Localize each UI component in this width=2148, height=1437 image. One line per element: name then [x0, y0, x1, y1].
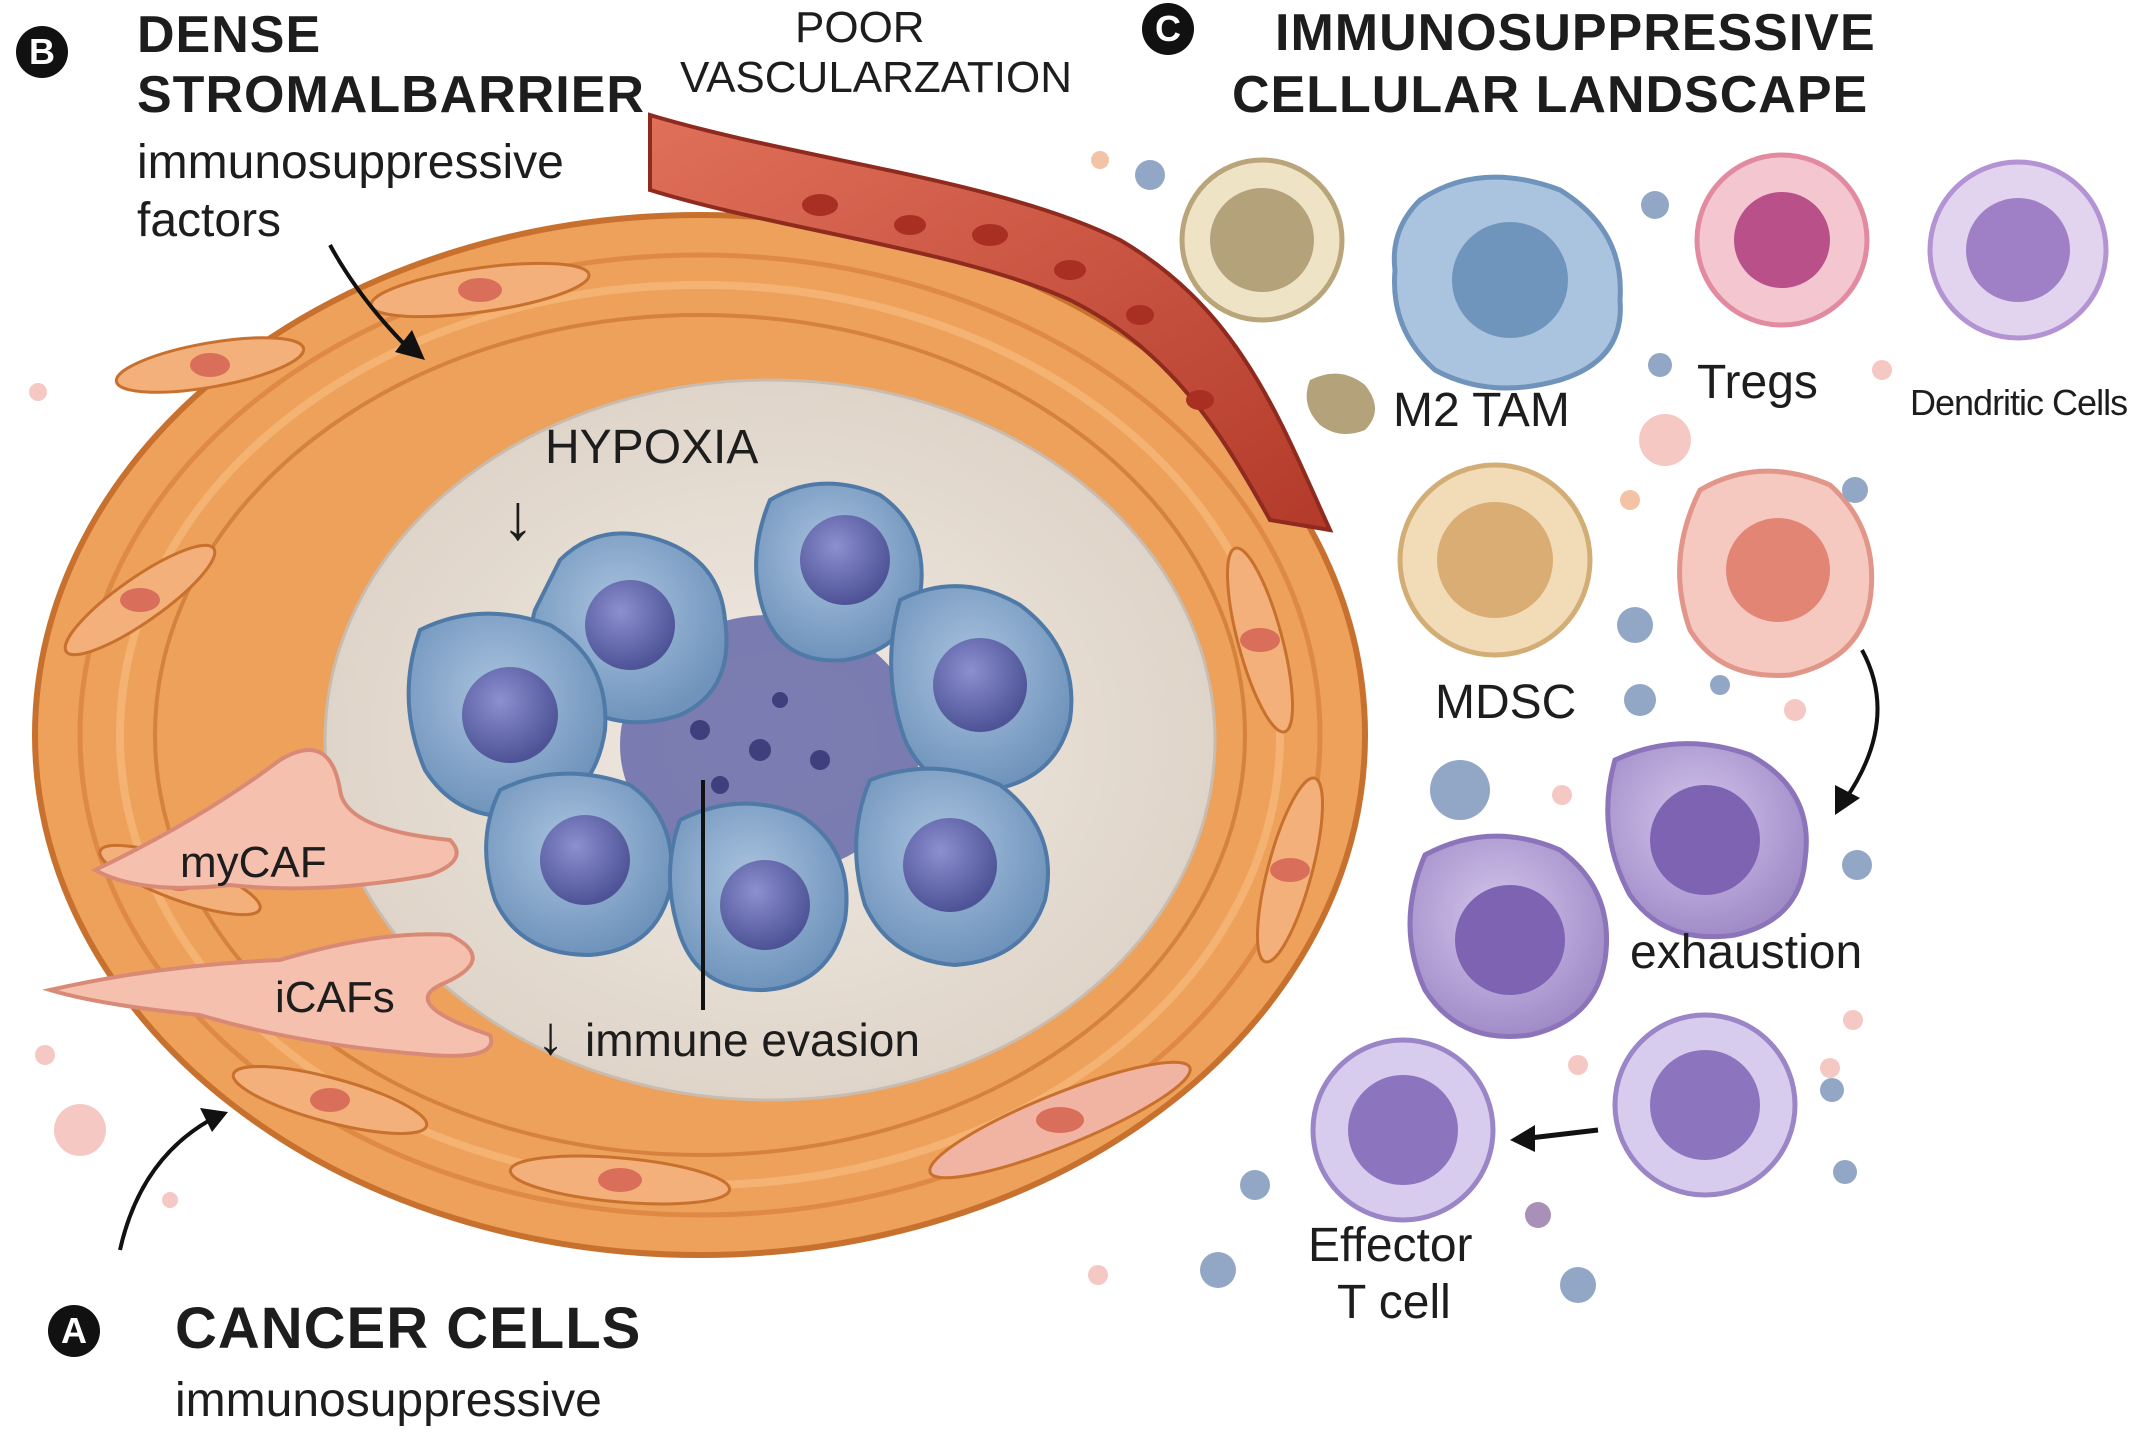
vessel-label-line1: POOR — [795, 3, 925, 52]
m2-tam-small-cell — [1306, 373, 1375, 434]
exhaustion-arrow-head — [1835, 785, 1860, 815]
mdsc-cell — [1397, 462, 1593, 658]
effector-label-line2: T cell — [1337, 1276, 1451, 1329]
cancer-cells-subtitle: immunosuppressive — [175, 1374, 602, 1427]
badge-c: C — [1142, 3, 1194, 55]
badge-b: B — [16, 26, 68, 78]
cytokine-particles — [29, 151, 1892, 1303]
treg-cell — [1677, 468, 1875, 678]
badge-a: A — [48, 1305, 100, 1357]
hypoxia-arrow: ↓ — [502, 481, 534, 553]
treg-cell-top — [1694, 152, 1870, 328]
tumor-cell-7 — [854, 766, 1050, 968]
tumor-cell-5 — [484, 771, 674, 958]
factors-arrow-head — [395, 330, 425, 360]
landscape-title-line2: CELLULAR LANDSCAPE — [1232, 66, 1869, 124]
effector-arrow-head — [1510, 1125, 1535, 1152]
m2-tam-cell — [1391, 174, 1623, 391]
stromal-title-line1: DENSE — [137, 6, 322, 64]
tregs-label: Tregs — [1697, 356, 1818, 409]
tcell-right — [1612, 1012, 1798, 1198]
cancer-cells-arrow-head — [200, 1108, 228, 1132]
effector-tcell — [1310, 1037, 1496, 1223]
icafs-label: iCAFs — [275, 973, 395, 1022]
evasion-label: immune evasion — [585, 1014, 920, 1066]
exhausted-tcell-2 — [1407, 833, 1610, 1040]
stromal-subtitle-line1: immunosuppressive — [137, 136, 564, 189]
blood-vessel — [648, 112, 1334, 533]
landscape-title-line1: IMMUNOSUPPRESSIVE — [1275, 4, 1876, 62]
m2-tam-label: M2 TAM — [1393, 384, 1570, 437]
stromal-subtitle-line2: factors — [137, 194, 282, 247]
hypoxia-label: HYPOXIA — [545, 421, 759, 474]
factors-arrow — [328, 244, 412, 352]
exhaustion-label: exhaustion — [1630, 926, 1863, 979]
exhaustion-arrow — [1843, 649, 1880, 802]
stromal-title-line2: STROMALBARRIER — [137, 66, 645, 124]
tumor-cell-4 — [406, 611, 608, 819]
tumor-cell-3 — [889, 584, 1074, 793]
effector-arrow — [1529, 1127, 1599, 1141]
icafs-cell — [42, 932, 494, 1058]
cancer-cells-title: CANCER CELLS — [175, 1296, 642, 1361]
mdsc-label: MDSC — [1435, 676, 1577, 729]
dendritic-label: Dendritic Cells — [1910, 382, 2128, 423]
vessel-label-line2: VASCULARZATION — [680, 53, 1072, 102]
cancer-cells-arrow — [118, 1118, 211, 1251]
dendritic-cell — [1927, 159, 2109, 341]
tumor-cell-6 — [668, 801, 849, 993]
exhausted-tcell-1 — [1605, 741, 1809, 940]
mycaf-label: myCAF — [180, 838, 327, 887]
mycaf-cell — [90, 748, 459, 891]
evasion-arrow: ↓ — [537, 1006, 564, 1066]
effector-label-line1: Effector — [1308, 1219, 1473, 1272]
mdsc-cell-top — [1179, 157, 1345, 323]
